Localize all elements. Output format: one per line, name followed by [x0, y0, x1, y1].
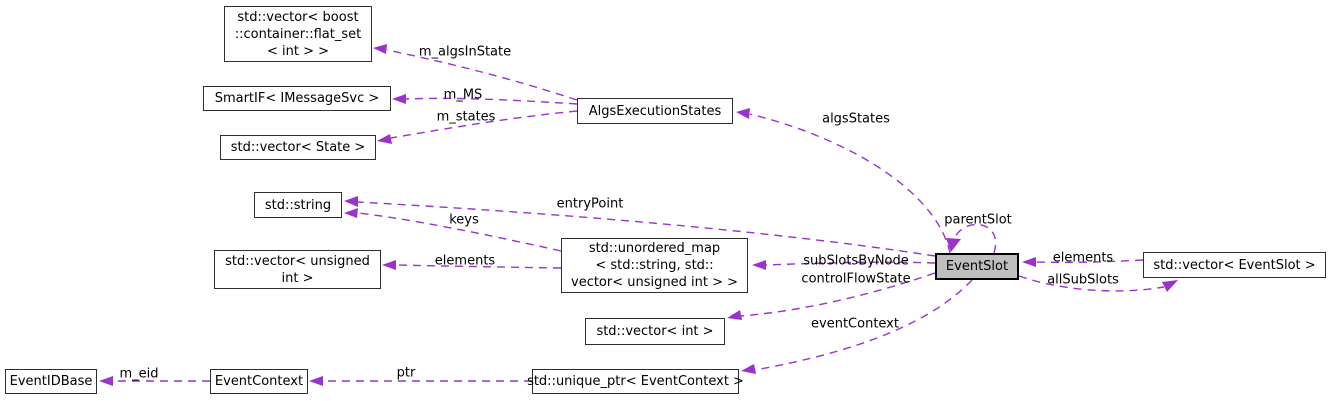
node-state-vector[interactable]: std::vector< State >: [220, 135, 376, 160]
edge-m-ms: [405, 97, 578, 105]
edge-keys: [357, 212, 562, 252]
arrowhead-elements-left: [382, 260, 396, 270]
arrowhead-m-algsinstate: [373, 44, 387, 54]
edge-label-algsstates: algsStates: [822, 111, 890, 127]
node-event-context[interactable]: EventContext: [210, 369, 308, 394]
edge-entrypoint: [357, 201, 936, 257]
arrowhead-m-ms: [392, 94, 406, 104]
arrowhead-eventcontext: [741, 364, 756, 374]
arrowhead-m-eid: [99, 376, 113, 386]
edge-label-keys: keys: [449, 212, 479, 228]
edge-controlflowstate: [740, 272, 936, 317]
edge-label-eventcontext: eventContext: [811, 316, 899, 332]
node-unordered-map[interactable]: std::unordered_map < std::string, std:: …: [561, 238, 748, 293]
edge-label-m-eid: m_eid: [119, 366, 159, 382]
node-algs-execution-states[interactable]: AlgsExecutionStates: [577, 98, 733, 124]
edge-eventcontext: [754, 279, 973, 371]
edge-label-parentslot: parentSlot: [944, 212, 1012, 228]
arrowhead-entrypoint: [344, 196, 358, 207]
node-unique-ptr[interactable]: std::unique_ptr< EventContext >: [527, 369, 744, 394]
arrowhead-subslotsbynode: [752, 260, 766, 270]
arrowhead-elements-right: [1022, 257, 1036, 267]
edge-label-m-ms: m_MS: [443, 87, 483, 103]
edge-label-elements-right: elements: [1052, 250, 1114, 266]
edge-label-allsubslots: allSubSlots: [1047, 272, 1119, 288]
edge-algsstates: [749, 113, 951, 254]
edge-label-m-states: m_states: [436, 109, 496, 125]
edge-label-ptr: ptr: [396, 365, 416, 381]
node-flat-set-vector[interactable]: std::vector< boost ::container::flat_set…: [224, 6, 372, 62]
arrowhead-ptr: [309, 376, 323, 386]
arrowhead-controlflowstate: [727, 310, 742, 320]
edge-subslotsbynode: [765, 261, 936, 266]
node-smartif[interactable]: SmartIF< IMessageSvc >: [203, 86, 391, 111]
arrowhead-parentslot: [946, 238, 961, 252]
arrowhead-m-states: [377, 134, 392, 144]
node-event-id-base[interactable]: EventIDBase: [5, 369, 97, 394]
node-string[interactable]: std::string: [254, 192, 342, 218]
arrowhead-algsstates: [736, 108, 750, 119]
edge-label-subslotsbynode: subSlotsByNode: [803, 253, 909, 269]
edge-elements-left: [395, 264, 562, 269]
edge-parentslot-loop: [952, 223, 997, 254]
edge-label-m-algsinstate: m_algsInState: [418, 44, 512, 60]
arrowhead-allsubslots: [1162, 280, 1178, 292]
node-event-slot-vector[interactable]: std::vector< EventSlot >: [1143, 252, 1326, 278]
edge-allsubslots: [1018, 275, 1165, 292]
arrowhead-keys: [344, 208, 358, 218]
node-unsigned-vector[interactable]: std::vector< unsigned int >: [214, 250, 381, 289]
edge-m-algsinstate: [386, 49, 578, 101]
node-int-vector[interactable]: std::vector< int >: [585, 318, 725, 345]
node-event-slot: EventSlot: [935, 253, 1019, 280]
edge-label-controlflowstate: controlFlowState: [801, 271, 911, 287]
edge-label-entrypoint: entryPoint: [556, 196, 624, 212]
edge-label-elements-left: elements: [434, 253, 496, 269]
